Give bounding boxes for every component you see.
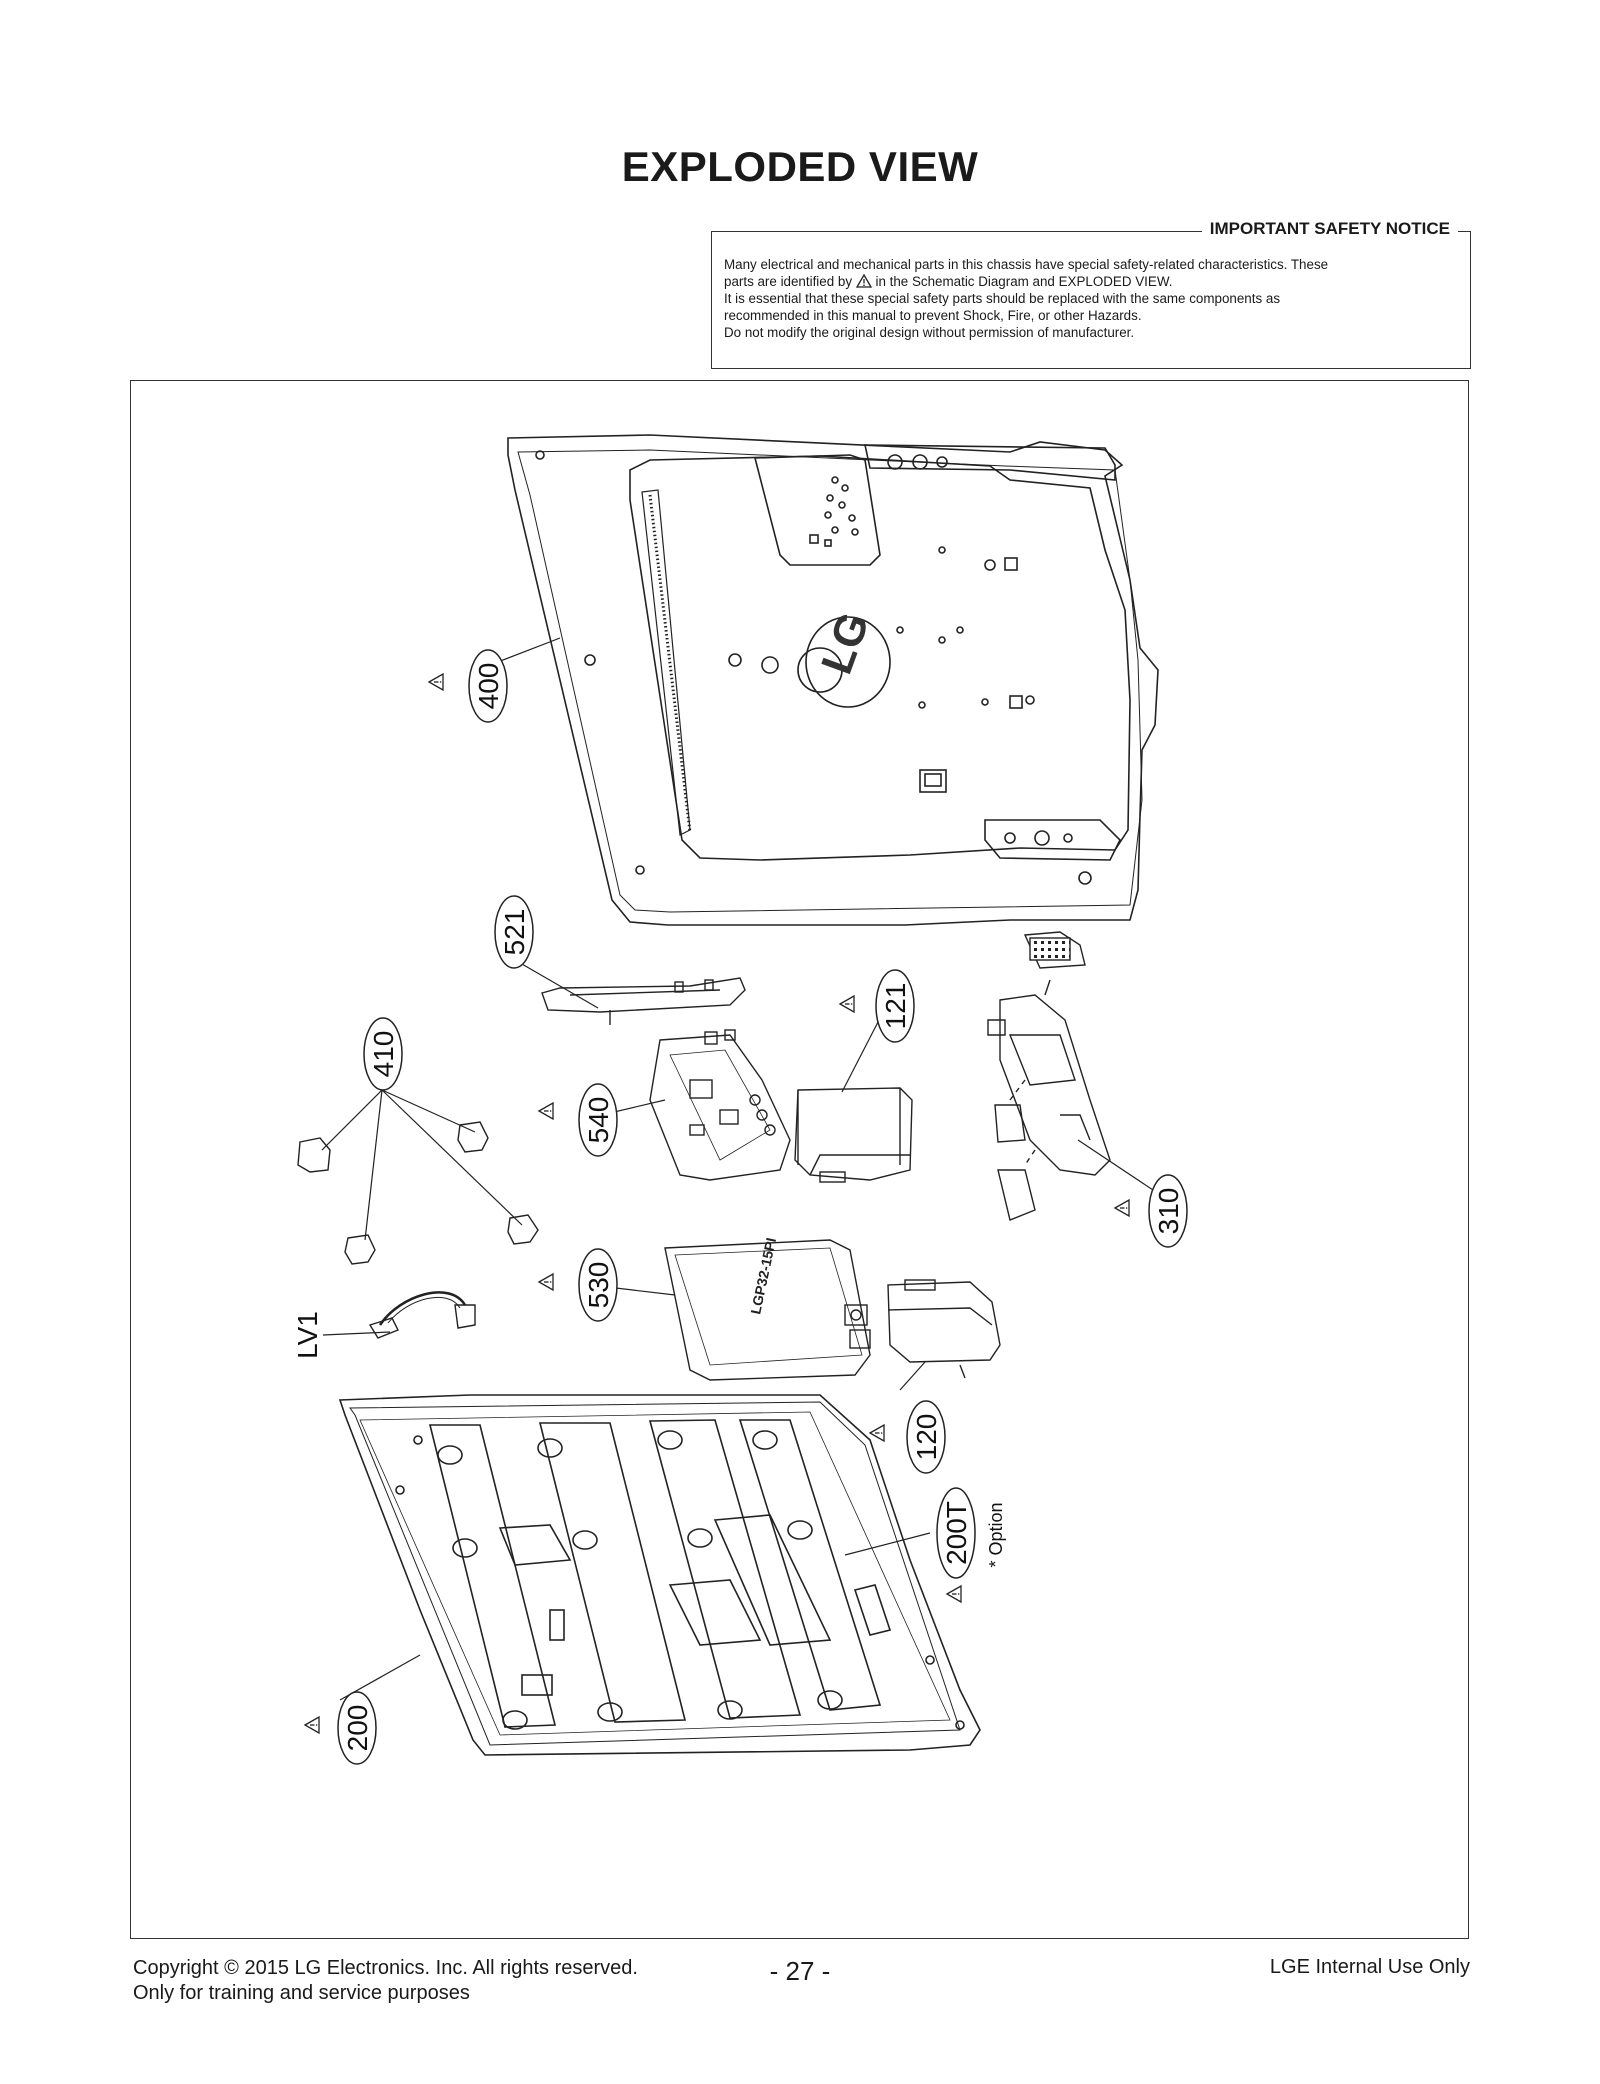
notice-line-2-start: parts are identified by [724,274,853,289]
notice-line-2-end: in the Schematic Diagram and EXPLODED VI… [875,274,1173,289]
speaker-part-120 [887,1279,1001,1379]
warning-triangle-icon [946,1585,962,1603]
part-label-lv1: LV1 [292,1311,323,1359]
part-label-121: 121 [880,983,911,1030]
leader-lines [321,637,1166,1701]
warning-triangle-icon [869,1424,885,1442]
safety-notice-title: IMPORTANT SAFETY NOTICE [1201,219,1458,239]
mounting-brackets-part [297,1121,539,1265]
part-label-120: 120 [911,1414,942,1461]
power-board-part [664,1239,871,1381]
page-number: - 27 - [769,1956,831,1986]
warning-triangle-icon [304,1716,320,1734]
warning-triangle-icon [538,1273,554,1291]
back-cover-logo: LG [812,606,879,680]
power-board-marking: LGP32-15PI [747,1236,779,1315]
notice-line-4: recommended in this manual to prevent Sh… [724,308,1142,323]
part-callouts [337,649,1188,1765]
bottom-bracket-part [541,977,746,1025]
notice-line-5: Do not modify the original design withou… [724,325,1135,340]
warning-triangle-icon [839,995,855,1013]
safety-notice-body: Many electrical and mechanical parts in … [724,256,1458,341]
footer-copyright: Copyright © 2015 LG Electronics. Inc. Al… [133,1956,638,2006]
notice-line-3: It is essential that these special safet… [724,291,1281,306]
part-label-200: 200 [342,1705,373,1752]
part-label-540: 540 [583,1097,614,1144]
page-title: EXPLODED VIEW [621,143,979,190]
part-label-530: 530 [583,1262,614,1309]
warning-triangle-icon [1114,1199,1130,1217]
diagram-frame [130,380,1469,1939]
internal-use-label: LGE Internal Use Only [1269,1956,1470,1978]
part-label-400: 400 [473,663,504,710]
part-number-labels: 400 521 410 540 121 310 530 LV1 120 200T… [292,663,1184,1752]
notice-line-2: parts are identified by in the Schematic… [724,273,1458,290]
stand-cover-assembly-part [987,931,1111,1221]
part-label-521: 521 [499,909,530,956]
option-note: * Option [986,1502,1006,1567]
warning-triangle-icon [428,673,444,691]
warning-triangle-icon [538,1102,554,1120]
lcd-module-part [338,1394,981,1756]
safety-notice-box: IMPORTANT SAFETY NOTICE Many electrical … [711,219,1471,369]
purpose-text: Only for training and service purposes [133,1982,470,2004]
speaker-part-121 [794,1087,913,1183]
copyright-text: Copyright © 2015 LG Electronics. Inc. Al… [133,1957,638,1979]
lvds-cable-part [368,1291,476,1339]
part-label-310: 310 [1153,1188,1184,1235]
notice-line-1: Many electrical and mechanical parts in … [724,257,1329,272]
main-board-part [649,1029,791,1181]
part-label-410: 410 [368,1031,399,1078]
warning-triangle-icon [855,274,872,288]
back-cover-part [507,434,1159,926]
exploded-view-diagram: LG [292,434,1188,1765]
part-label-200t: 200T [941,1501,972,1565]
